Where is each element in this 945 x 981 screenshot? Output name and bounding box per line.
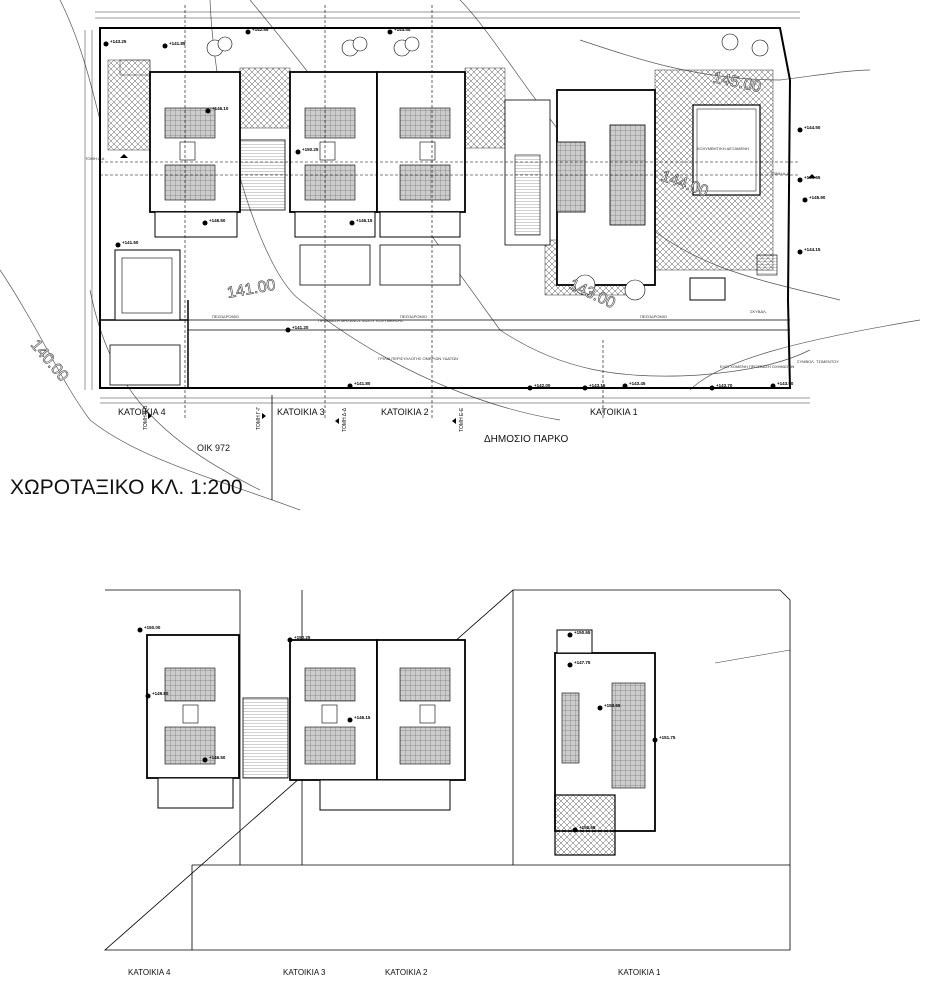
elevation-marker-icon: [202, 220, 208, 226]
section-mark-b: ΤΟΜΗ Β-Β: [143, 405, 149, 430]
public-park-label: ΔΗΜΟΣΙΟ ΠΑΡΚΟ: [484, 434, 568, 445]
elevation-label: +145.90: [809, 195, 826, 200]
elevation-marker-icon: [567, 662, 573, 668]
house-1-label: ΚΑΤΟΙΚΙΑ 1: [590, 407, 638, 417]
plot-ref-label: ΟΙΚ 972: [197, 443, 230, 453]
elevation-label: +151.75: [659, 735, 676, 740]
elevation-marker-icon: [797, 127, 803, 133]
elevation-label: +150.65: [579, 825, 596, 830]
elevation-label: +143.70: [716, 383, 733, 388]
elevation-label: +146.50: [209, 218, 226, 223]
elevation-marker-icon: [287, 637, 293, 643]
note-label: ΣΥΜΒΟΛ. ΤΣΙΜΕΝΤΟΥ: [797, 359, 839, 364]
elevation-marker-icon: [115, 242, 121, 248]
note-label: ΠΡΟΣΒΑΣΗ ΜΗΧΑΝΟΣΤΑΣΙΟΥ ΚΟΛΥΜΒΗΣΗΣ: [318, 318, 404, 323]
elevation-label: +147.75: [574, 660, 591, 665]
contour-label: 141.00: [226, 277, 277, 302]
elevation-label: +144.55: [394, 27, 411, 32]
elevation-label: +143.15: [589, 383, 606, 388]
elevation-marker-icon: [137, 627, 143, 633]
elevation-marker-icon: [597, 705, 603, 711]
elevation-marker-icon: [567, 632, 573, 638]
sidewalk-label: ΠΕΖΟΔΡΟΜΙΟ: [640, 314, 667, 319]
pool-label: ΚΟΛΥΜΒΗΤΙΚΗ ΔΕΞΑΜΕΝΗ: [697, 146, 749, 151]
contour-label: 140.00: [27, 337, 72, 385]
elevation-marker-icon: [145, 693, 151, 699]
section-mark-g: ΤΟΜΗ Γ-Γ: [256, 407, 262, 430]
elevation-marker-icon: [162, 43, 168, 49]
elevation-label: +146.15: [354, 715, 371, 720]
section-mark-d: ΤΟΜΗ Δ-Δ: [342, 407, 348, 432]
house-3-label: ΚΑΤΟΙΚΙΑ 3: [277, 407, 325, 417]
house-4-label: ΚΑΤΟΙΚΙΑ 4: [118, 407, 166, 417]
elevation-label: +150.25: [302, 147, 319, 152]
section-mark-e: ΤΟΜΗ Ε-Ε: [459, 407, 465, 432]
elevation-label: +149.80: [152, 691, 169, 696]
roof-house-1-label: ΚΑΤΟΙΚΙΑ 1: [618, 968, 661, 977]
elevation-label: +141.80: [354, 381, 371, 386]
elevation-label: +153.65: [604, 703, 621, 708]
elevation-marker-icon: [527, 385, 533, 391]
elevation-marker-icon: [349, 220, 355, 226]
note-label: ΣΚΥΒΑΛ.: [750, 309, 767, 314]
elevation-marker-icon: [572, 827, 578, 833]
elevation-label: +150.25: [294, 635, 311, 640]
elevation-marker-icon: [285, 327, 291, 333]
elevation-label: +150.00: [144, 625, 161, 630]
elevation-marker-icon: [295, 149, 301, 155]
elevation-label: +146.15: [356, 218, 373, 223]
roof-house-3-label: ΚΑΤΟΙΚΙΑ 3: [283, 968, 326, 977]
roof-house-2-label: ΚΑΤΟΙΚΙΑ 2: [385, 968, 428, 977]
elevation-label: +141.50: [122, 240, 139, 245]
elevation-label: +142.00: [534, 383, 551, 388]
elevation-label: +143.90: [777, 381, 794, 386]
elevation-label: +141.85: [169, 41, 186, 46]
section-mark-labels: ΤΟΜΗ Α-Α ΤΟΜΗ Α-Α ΤΟΜΗ Β-Β ΤΟΜΗ Γ-Γ ΤΟΜΗ…: [85, 156, 790, 432]
elevation-label: +143.45: [629, 381, 646, 386]
elevation-label: +141.20: [292, 325, 309, 330]
elevation-marker-icon: [347, 383, 353, 389]
section-lines: [100, 5, 800, 420]
elevation-markers: +143.25 +141.85 +142.55 +144.55 +146.10 +146.…: [103, 27, 826, 391]
elevation-label: +146.10: [212, 106, 229, 111]
elevation-label: +143.25: [110, 39, 127, 44]
roof-plan-houses: [146, 629, 656, 856]
house-1-top: [504, 89, 778, 301]
elevation-marker-icon: [205, 108, 211, 114]
elevation-label: +145.65: [804, 175, 821, 180]
elevation-marker-icon: [347, 717, 353, 723]
elevation-label: +150.65: [574, 630, 591, 635]
elevation-marker-icon: [202, 757, 208, 763]
sidewalk-label: ΠΕΖΟΔΡΟΜΙΟ: [212, 314, 239, 319]
note-label: ΕΛΕΓΧΟΜΕΝΗ ΠΡΟΣΒΑΣΗ ΟΧΗΜΑΤΩΝ: [720, 364, 795, 369]
note-label: ΓΡΙΛΙΑ ΠΕΡΙΣΥΛΛΟΓΗΣ ΟΜΒΡΙΩΝ ΥΔΑΤΩΝ: [378, 356, 458, 361]
elevation-marker-icon: [622, 383, 628, 389]
elevation-marker-icon: [802, 197, 808, 203]
elevation-marker-icon: [770, 383, 776, 389]
drawing-title: ΧΩΡΟΤΑΞΙΚΟ ΚΛ. 1:200: [10, 476, 243, 499]
elevation-markers-roof: +150.00 +149.80 +146.50 +150.25 +146.15 +150.…: [137, 625, 676, 833]
elevation-marker-icon: [582, 385, 588, 391]
elevation-marker-icon: [103, 41, 109, 47]
section-arrow-icons: [120, 154, 816, 424]
elevation-label: +142.55: [252, 27, 269, 32]
elevation-label: +146.50: [209, 755, 226, 760]
tree-icons: [206, 33, 769, 301]
sidewalk-label: ΠΕΖΟΔΡΟΜΙΟ: [400, 314, 427, 319]
elevation-label: +144.50: [804, 125, 821, 130]
elevation-marker-icon: [797, 177, 803, 183]
elevation-marker-icon: [387, 29, 393, 35]
site-boundary: [84, 11, 810, 404]
solar-panels-roof: [164, 667, 646, 789]
solar-panels-top: [164, 107, 451, 201]
elevation-label: +144.15: [804, 247, 821, 252]
elevation-marker-icon: [652, 737, 658, 743]
roof-house-4-label: ΚΑΤΟΙΚΙΑ 4: [128, 968, 171, 977]
elevation-marker-icon: [245, 29, 251, 35]
svg-text:ΤΟΜΗ Α-Α: ΤΟΜΗ Α-Α: [770, 171, 790, 176]
elevation-marker-icon: [709, 385, 715, 391]
house-2-label: ΚΑΤΟΙΚΙΑ 2: [381, 407, 429, 417]
svg-text:ΤΟΜΗ Α-Α: ΤΟΜΗ Α-Α: [85, 156, 105, 161]
elevation-marker-icon: [797, 249, 803, 255]
